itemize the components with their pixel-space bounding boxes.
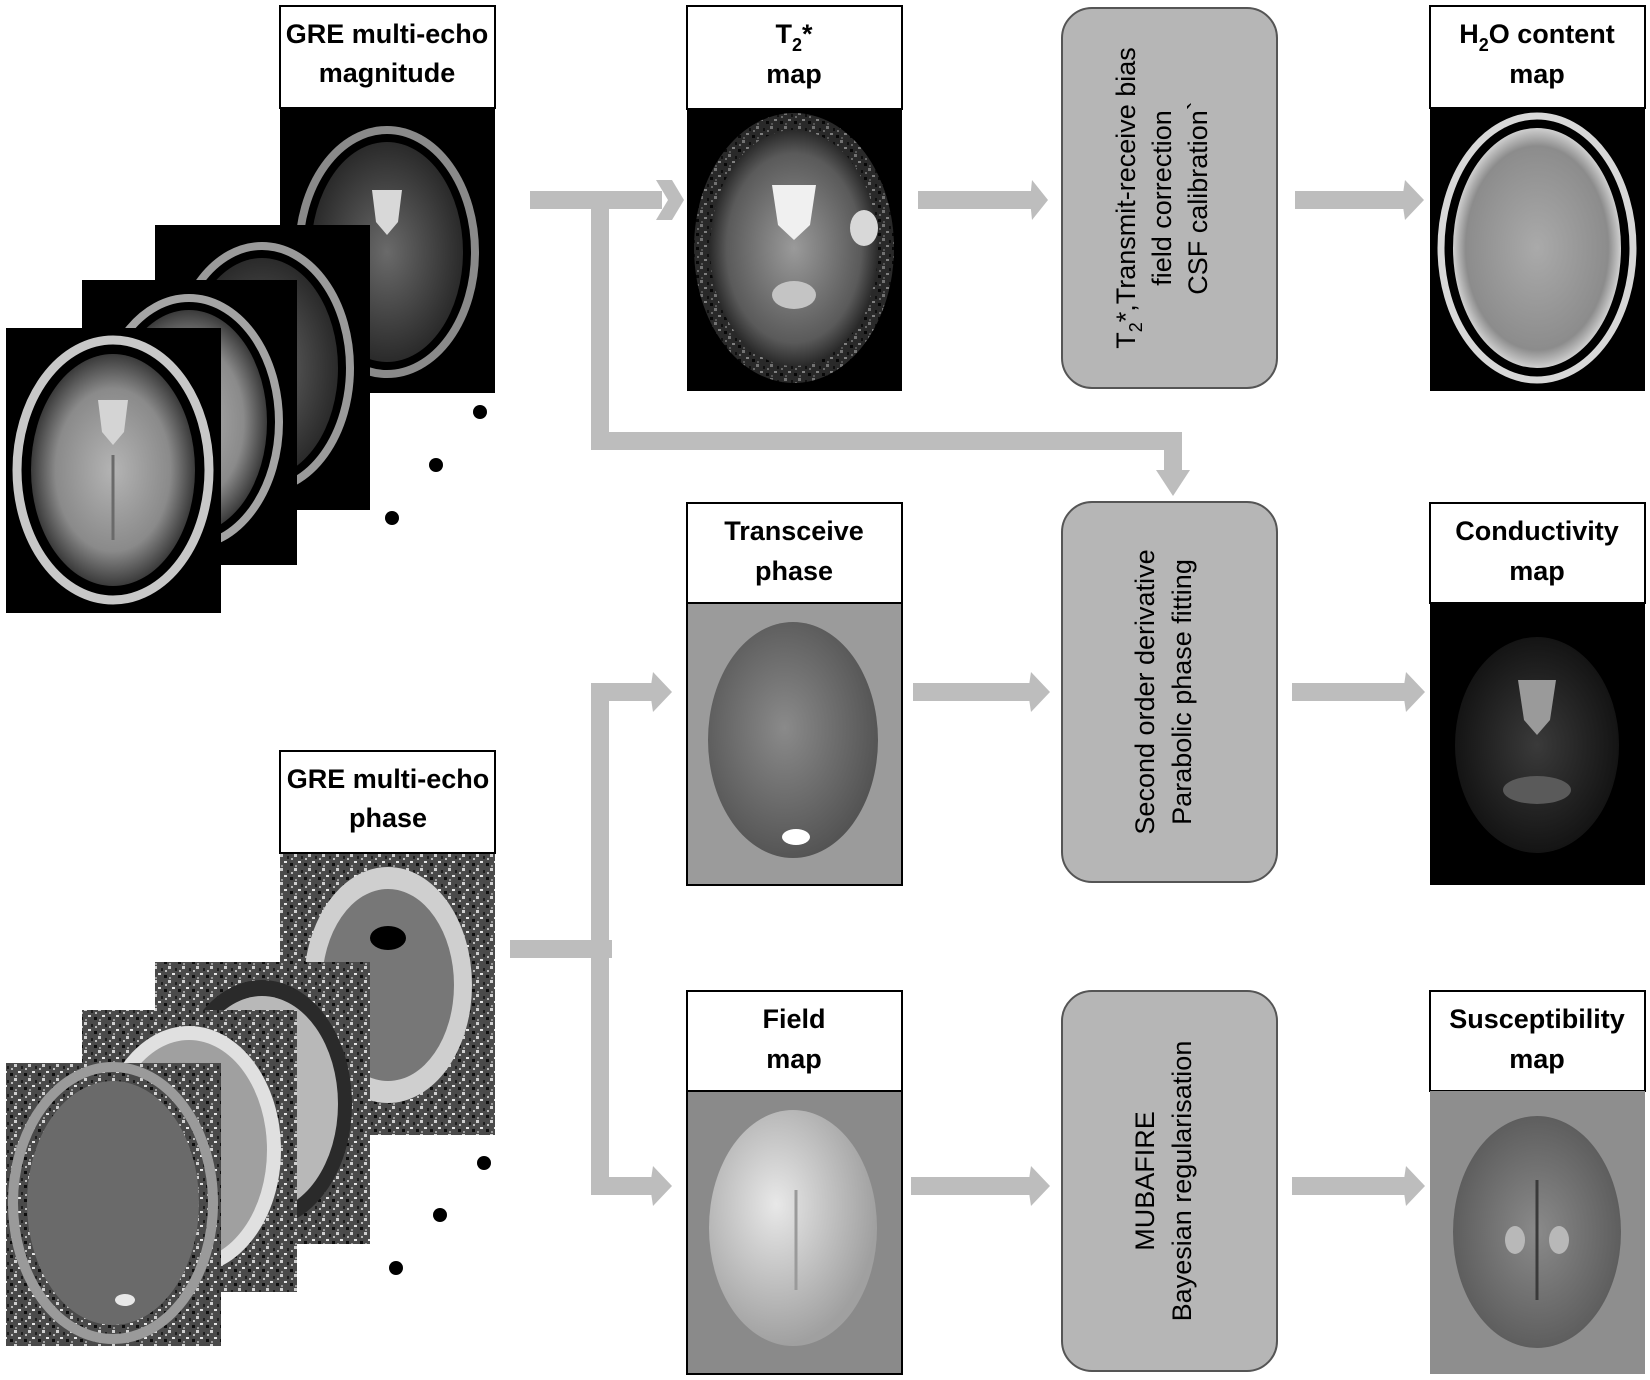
arrow-to-transceive-phase xyxy=(650,672,672,712)
arrow-to-susceptibility-output xyxy=(1403,1166,1425,1206)
connector-conductivity-output xyxy=(1292,683,1410,701)
transceive-phase-image xyxy=(686,602,903,886)
field-title-box xyxy=(686,990,903,1092)
arrow-to-field-map xyxy=(650,1166,672,1206)
ellipsis-dot xyxy=(385,511,399,525)
transceive-title-line2: phase xyxy=(755,556,833,586)
conductivity-map-image xyxy=(1430,603,1645,885)
transceive-title-box xyxy=(686,502,903,604)
conductivity-title-line2: map xyxy=(1509,556,1565,586)
susceptibility-map-image xyxy=(1430,1091,1645,1374)
water-content-map-image xyxy=(1430,108,1645,391)
t2star-map-image xyxy=(687,109,902,391)
field-map-image xyxy=(686,1090,903,1375)
phase-image-stack: GRE multi-echo phase xyxy=(6,750,496,1346)
connector-phase xyxy=(510,940,612,958)
ellipsis-dot xyxy=(429,458,443,472)
connector-to-field xyxy=(591,1177,657,1195)
connector-field-process xyxy=(911,1177,1035,1195)
t2star-title-box xyxy=(686,5,903,110)
susceptibility-title-line2: map xyxy=(1509,1044,1565,1074)
conductivity-process-box: Second order derivative Parabolic phase … xyxy=(1061,501,1278,883)
conductivity-process-line1: Second order derivative xyxy=(1130,549,1160,834)
connector-to-transceive xyxy=(591,683,657,701)
susceptibility-title-line1: Susceptibility xyxy=(1449,1004,1625,1034)
arrow-to-conductivity-process xyxy=(1156,470,1190,496)
conductivity-title-box xyxy=(1429,502,1646,604)
ellipsis-dot xyxy=(477,1156,491,1170)
field-title-line1: Field xyxy=(762,1004,825,1034)
t2star-title-line1: T2* xyxy=(775,19,813,55)
connector-transceive-process xyxy=(913,683,1035,701)
phase-echo-image-4 xyxy=(280,853,495,1135)
arrow-to-t2star-map xyxy=(656,180,684,220)
transceive-phase-panel: Transceive phase xyxy=(686,502,903,886)
phase-echo-image-1 xyxy=(6,1062,221,1346)
connector-water-process-output xyxy=(1295,191,1409,209)
magnitude-image-stack: GRE multi-echo magnitude xyxy=(6,5,496,613)
connector-down-to-conductivity xyxy=(1164,432,1182,470)
water-title-line2: map xyxy=(1509,59,1565,89)
susceptibility-process-box: MUBAFIRE Bayesian regularisation xyxy=(1061,990,1278,1372)
phase-title-box xyxy=(279,750,496,854)
water-process-box: T2*,Transmit-receive bias field correcti… xyxy=(1061,7,1278,389)
ellipsis-dot xyxy=(433,1208,447,1222)
arrow-to-water-process xyxy=(1030,180,1048,220)
arrow-to-water-output xyxy=(1402,180,1424,220)
t2star-title-line2: map xyxy=(766,59,822,89)
connector-phase-vertical xyxy=(591,683,609,1195)
magnitude-title-box xyxy=(279,5,496,109)
water-title-line1: H2O content xyxy=(1459,19,1615,55)
arrow-to-susceptibility-process xyxy=(1028,1166,1050,1206)
magnitude-title-line2: magnitude xyxy=(319,58,456,88)
conductivity-process-line2: Parabolic phase fitting xyxy=(1167,559,1197,825)
transceive-title-line1: Transceive xyxy=(724,516,864,546)
water-content-map-panel: H2O content map xyxy=(1429,5,1646,391)
field-map-panel: Field map xyxy=(686,990,903,1375)
water-process-line2: field correction xyxy=(1147,110,1177,286)
connector-susceptibility-output xyxy=(1292,1177,1410,1195)
water-process-line3: CSF calibration` xyxy=(1183,101,1213,295)
phase-title-line1: GRE multi-echo xyxy=(287,764,490,794)
water-process-line1: T2*,Transmit-receive bias xyxy=(1111,47,1146,349)
magnitude-echo-image-1 xyxy=(6,328,221,613)
ellipsis-dot xyxy=(389,1261,403,1275)
phase-title-line2: phase xyxy=(349,803,427,833)
t2star-map-panel: T2* map xyxy=(686,5,903,391)
ellipsis-dot xyxy=(473,405,487,419)
field-title-line2: map xyxy=(766,1044,822,1074)
conductivity-map-panel: Conductivity map xyxy=(1429,502,1646,885)
connector-t2star-right xyxy=(591,432,1182,450)
arrows xyxy=(510,180,1425,1206)
water-title-box xyxy=(1429,5,1646,109)
connector-t2star-down xyxy=(591,200,609,450)
susceptibility-process-line2: Bayesian regularisation xyxy=(1167,1041,1197,1322)
susceptibility-title-box xyxy=(1429,990,1646,1092)
magnitude-title-line1: GRE multi-echo xyxy=(286,19,489,49)
arrow-to-conductivity-process-right xyxy=(1028,672,1050,712)
conductivity-title-line1: Conductivity xyxy=(1455,516,1619,546)
connector-t2star-process xyxy=(918,191,1036,209)
arrow-to-conductivity-output xyxy=(1403,672,1425,712)
susceptibility-process-line1: MUBAFIRE xyxy=(1130,1111,1160,1251)
susceptibility-map-panel: Susceptibility map xyxy=(1429,990,1646,1374)
